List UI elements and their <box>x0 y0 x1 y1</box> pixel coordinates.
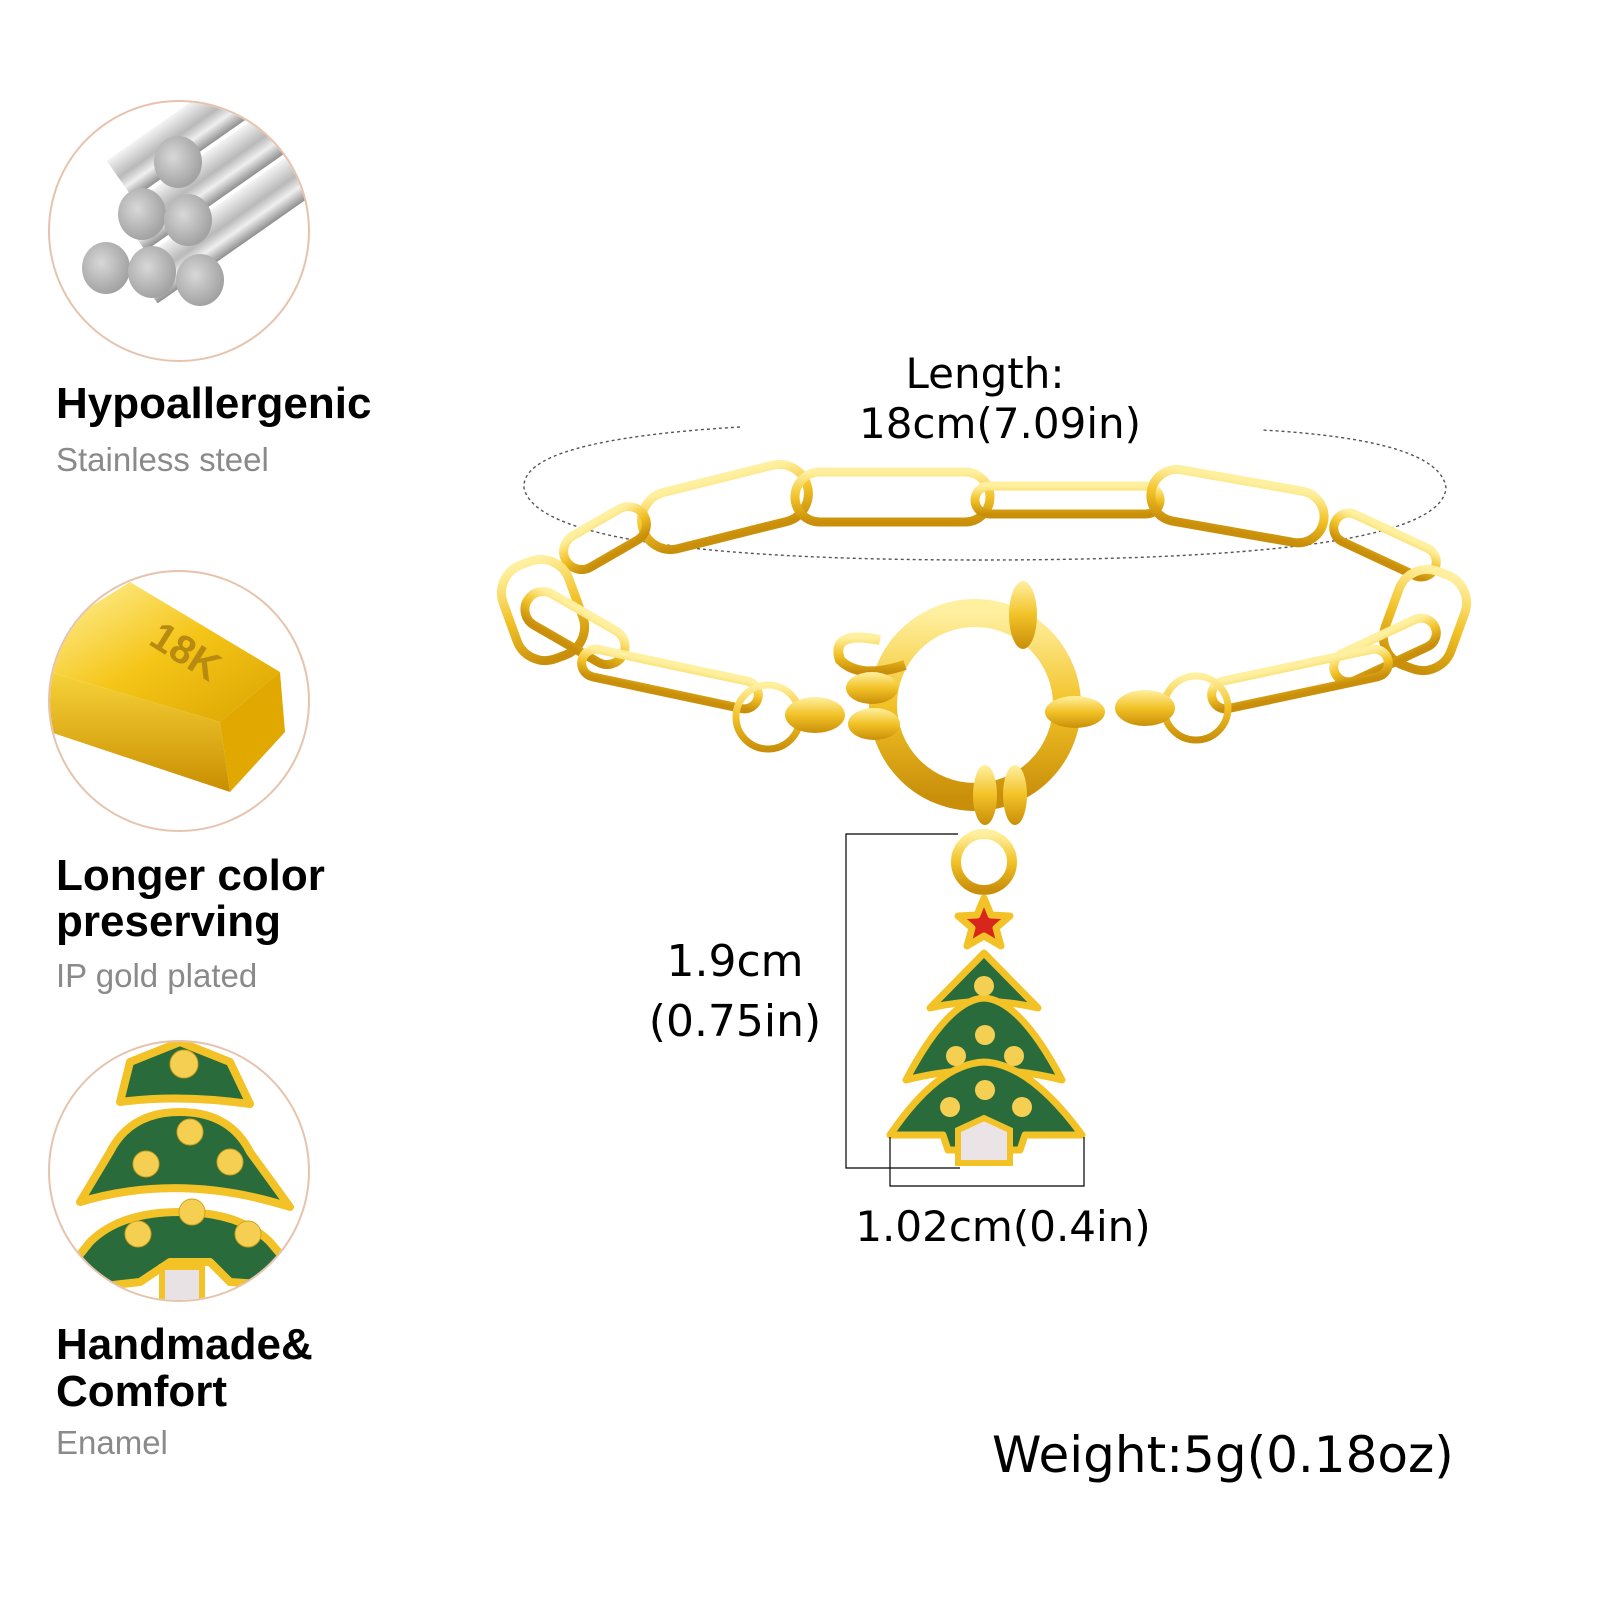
tree-pendant <box>886 829 1086 1166</box>
pendant-height-in: (0.75in) <box>648 996 822 1047</box>
star-icon <box>954 894 1014 950</box>
feature-title-handmade-line1: Handmade& <box>56 1320 313 1369</box>
feature-subtitle-ip-gold-plated: IP gold plated <box>56 957 258 994</box>
feature-title-color-preserving-line2: preserving <box>56 897 281 946</box>
gold-bar-icon: 18K <box>50 582 285 792</box>
feature-title-handmade-line2: Comfort <box>56 1367 228 1416</box>
pendant-width: 1.02cm(0.4in) <box>855 1202 1151 1251</box>
length-label: Length: <box>905 349 1065 398</box>
steel-rods-icon <box>82 102 308 306</box>
chain-links <box>496 459 1472 714</box>
spring-ring-clasp <box>785 581 1175 825</box>
feature-subtitle-stainless-steel: Stainless steel <box>56 441 269 478</box>
feature-title-color-preserving-line1: Longer color <box>56 851 325 900</box>
pendant-height-cm: 1.9cm <box>666 936 804 987</box>
length-value: 18cm(7.09in) <box>858 399 1142 448</box>
dimension-brackets <box>845 833 1085 1187</box>
tree-closeup-image <box>48 1040 310 1302</box>
jump-rings <box>732 672 1232 753</box>
gold-bar-image: 18K <box>48 570 310 832</box>
feature-subtitle-enamel: Enamel <box>56 1424 168 1461</box>
weight-label: Weight:5g(0.18oz) <box>992 1426 1454 1484</box>
christmas-tree-icon <box>50 1042 308 1300</box>
steel-rods-image <box>48 100 310 362</box>
feature-title-hypoallergenic: Hypoallergenic <box>56 379 372 428</box>
